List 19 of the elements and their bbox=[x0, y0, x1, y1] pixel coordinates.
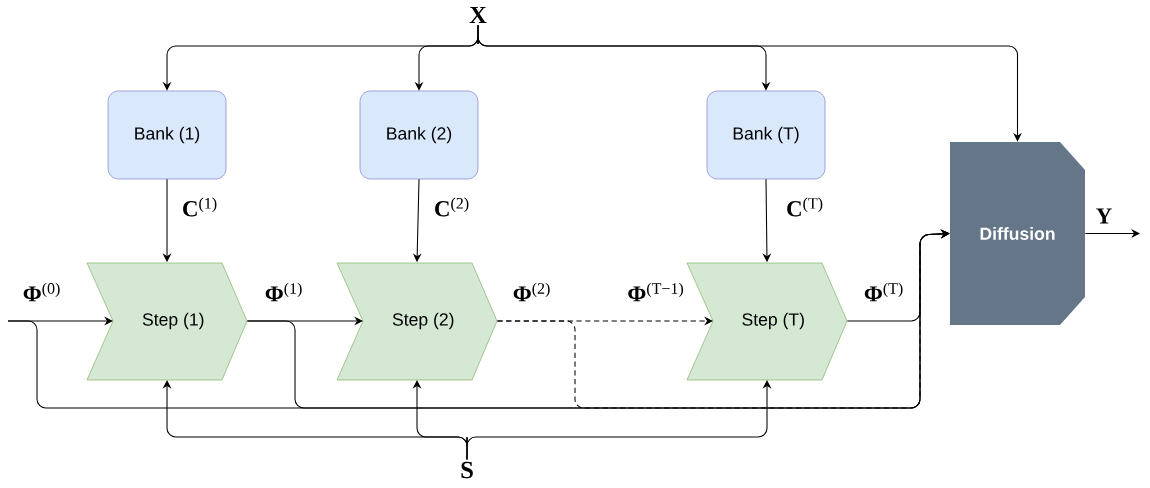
step-chevron: Step (1) bbox=[86, 262, 248, 381]
step-chevron: Step (T) bbox=[686, 262, 848, 381]
process-box: Bank (1) bbox=[107, 90, 227, 180]
arrow bbox=[1084, 229, 1140, 238]
edge-label: C$^{(1)}$ bbox=[183, 197, 217, 217]
edge-label: Φ$^{(0)}$ bbox=[23, 282, 60, 302]
process-box: Bank (2) bbox=[359, 90, 479, 180]
variable-label: Φ$^{(T−1)}$ bbox=[628, 282, 684, 302]
edge-label: Φ$^{(1)}$ bbox=[265, 282, 302, 302]
edge-label: Φ$^{(T)}$ bbox=[864, 282, 903, 302]
edge-label: Φ$^{(2)}$ bbox=[513, 282, 550, 302]
step-chevron: Step (2) bbox=[336, 262, 498, 381]
edge-label: C$^{(2)}$ bbox=[435, 197, 469, 217]
process-box: Bank (T) bbox=[706, 90, 826, 180]
variable-label: S bbox=[461, 461, 473, 479]
diffusion-block: Diffusion bbox=[950, 142, 1085, 325]
edge-label: C$^{(T)}$ bbox=[787, 197, 823, 217]
edge-label: Y bbox=[1096, 208, 1112, 224]
variable-label: X bbox=[469, 6, 487, 24]
